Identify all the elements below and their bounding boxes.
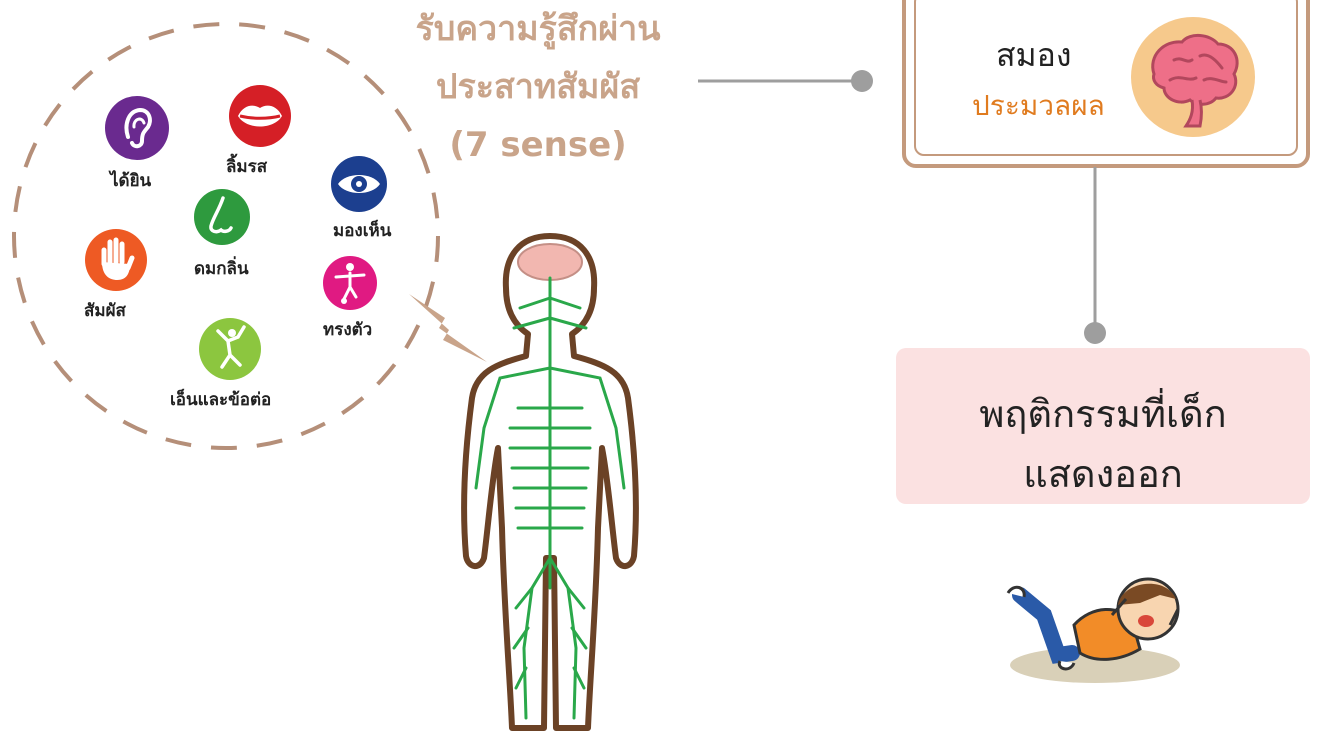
brain-icon bbox=[1130, 16, 1256, 138]
brain-to-behavior-connector bbox=[1080, 165, 1110, 350]
climber-icon bbox=[198, 317, 262, 381]
lips-icon bbox=[228, 84, 292, 148]
sense-label-taste: ลิ้มรส bbox=[226, 153, 267, 180]
brain-title: สมอง bbox=[996, 30, 1071, 81]
eye-icon bbox=[330, 155, 388, 213]
nose-icon bbox=[193, 188, 251, 246]
hand-icon bbox=[84, 228, 148, 292]
balance-icon bbox=[322, 255, 378, 311]
behavior-line-1: พฤติกรรมที่เด็ก bbox=[896, 383, 1310, 444]
ear-icon bbox=[104, 95, 170, 161]
behavior-line-2: แสดงออก bbox=[896, 443, 1310, 504]
sense-label-balance: ทรงตัว bbox=[323, 316, 372, 343]
brain-subtitle: ประมวลผล bbox=[972, 84, 1105, 128]
heading-line-1: รับความรู้สึกผ่าน bbox=[388, 0, 688, 58]
child-tantrum-illustration bbox=[1000, 565, 1195, 690]
heading-line-2: ประสาทสัมผัส bbox=[388, 58, 688, 116]
sense-label-hearing: ได้ยิน bbox=[110, 167, 151, 194]
child-nervous-system-figure bbox=[440, 228, 660, 742]
sense-label-sight: มองเห็น bbox=[333, 217, 391, 244]
sense-label-touch: สัมผัส bbox=[84, 297, 126, 324]
sense-label-smell: ดมกลิ่น bbox=[194, 255, 249, 282]
heading-line-3: (7 sense) bbox=[388, 116, 688, 174]
sense-label-proprioception: เอ็นและข้อต่อ bbox=[170, 386, 271, 413]
heading-to-brain-connector bbox=[690, 66, 880, 96]
